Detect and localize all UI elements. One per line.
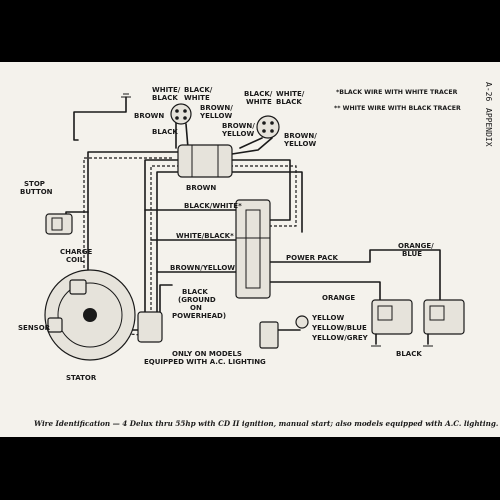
label-brown-left: BROWN (134, 112, 164, 120)
label-brown-yellow-2: BROWN/ (222, 122, 255, 130)
label-sensor: SENSOR (18, 324, 51, 332)
harness-connector (177, 144, 233, 178)
label-black-ground-3: ON (190, 304, 202, 312)
label-black-white-r2: WHITE (246, 98, 272, 106)
label-black-ground-4: POWERHEAD) (172, 312, 226, 320)
label-orange-blue-1: ORANGE/ (398, 242, 434, 250)
figure-caption: Wire Identification — 4 Delux thru 55hp … (34, 419, 498, 428)
label-stop-2: BUTTON (20, 188, 53, 196)
page-number: A-26 (484, 82, 493, 101)
label-black-white-star: BLACK/WHITE* (184, 202, 242, 210)
label-white-black-r2: BLACK (276, 98, 302, 106)
label-black-ground-1: BLACK (182, 288, 208, 296)
label-yellow-grey: YELLOW/GREY (311, 334, 369, 342)
plug1-wire-b (185, 123, 189, 149)
label-black-ground-2: (GROUND (178, 296, 216, 304)
sensor-unit (47, 317, 63, 333)
label-brown-yellow-1b: YELLOW (199, 112, 232, 120)
harness-right-2 (230, 165, 297, 227)
label-black-under: BLACK (152, 128, 178, 136)
label-brown-yellow-mid: BROWN/YELLOW (170, 264, 235, 272)
note-double-star: ** WHITE WIRE WITH BLACK TRACER (334, 105, 461, 112)
harness-right-1 (229, 159, 291, 221)
label-white-black-top-b: BLACK (152, 94, 178, 102)
plug2-wire-a (239, 137, 263, 149)
ac-lighting-connector (259, 321, 279, 349)
plug2-wire-b (231, 137, 273, 155)
plug-connector-2 (256, 115, 280, 139)
ground-wire (73, 96, 127, 141)
label-yellow-blue: YELLOW/BLUE (311, 324, 367, 332)
harness-inner-3 (156, 171, 181, 319)
wire-orange-blue (265, 249, 441, 301)
label-white-black-r: WHITE/ (276, 90, 305, 98)
power-pack (235, 199, 271, 299)
label-brown-r: BROWN/ (284, 132, 317, 140)
label-brown-yellow-1: BROWN/ (200, 104, 233, 112)
label-charge-2: COIL (66, 256, 85, 264)
label-brown: BROWN (186, 184, 216, 192)
label-black-white-r: BLACK/ (244, 90, 273, 98)
label-stator: STATOR (66, 374, 97, 382)
label-only-models-1: ONLY ON MODELS (172, 350, 242, 358)
wire-black-ground (159, 284, 173, 319)
label-power-pack: POWER PACK (286, 254, 338, 262)
charge-coil (69, 279, 87, 295)
section-title: APPENDIX (484, 108, 493, 147)
label-brown-r2: YELLOW (283, 140, 316, 148)
label-charge-1: CHARGE (60, 248, 93, 256)
label-black-white-top: BLACK/ (184, 86, 213, 94)
label-white-black-top: WHITE/ (152, 86, 181, 94)
plug-connector-1 (170, 103, 192, 125)
label-black-coils: BLACK (396, 350, 422, 358)
label-only-models-2: EQUIPPED WITH A.C. LIGHTING (144, 358, 266, 366)
stop-button (45, 213, 73, 235)
label-stop-1: STOP (24, 180, 45, 188)
wire-orange (265, 281, 381, 301)
harness-inner-2 (150, 165, 180, 318)
label-brown-yellow-2b: YELLOW (221, 130, 254, 138)
note-single-star: *BLACK WIRE WITH WHITE TRACER (336, 89, 458, 96)
lighting-plug (295, 315, 309, 329)
harness-clamp (137, 311, 163, 343)
label-black-white-top-b: WHITE (184, 94, 210, 102)
harness-right-3 (229, 171, 303, 233)
label-white-black-star: WHITE/BLACK* (176, 232, 234, 240)
coil-ground (375, 333, 429, 345)
label-orange-blue-2: BLUE (402, 250, 422, 258)
harness-inner-1 (144, 159, 181, 319)
label-orange: ORANGE (322, 294, 355, 302)
label-yellow: YELLOW (311, 314, 344, 322)
